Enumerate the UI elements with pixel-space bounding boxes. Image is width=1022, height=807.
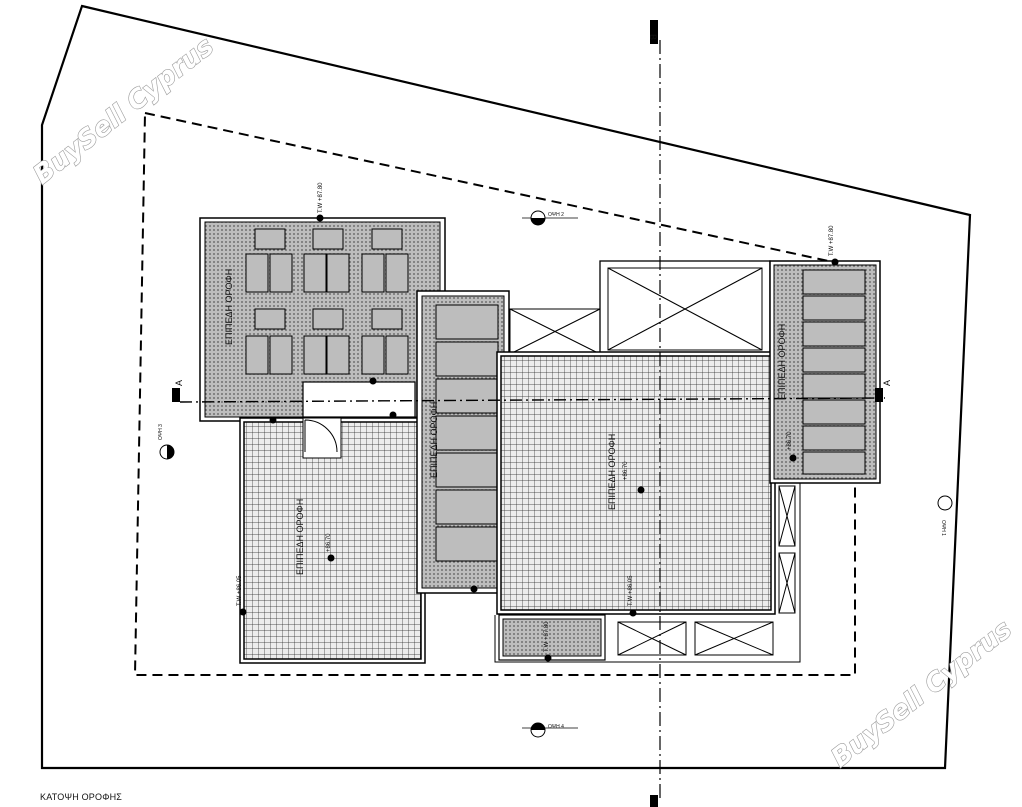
roof-upper-left bbox=[199, 217, 446, 422]
roof-center-strip bbox=[416, 290, 510, 594]
svg-text:ΟΨΗ 2: ΟΨΗ 2 bbox=[548, 212, 564, 218]
section-marker-a-left bbox=[172, 388, 180, 402]
plot-boundary bbox=[40, 4, 972, 770]
view-marker-2: ΟΨΗ 2 bbox=[522, 210, 578, 226]
level-tw-left-bottom: T.W +86.05 bbox=[237, 575, 243, 606]
svg-text:ΟΨΗ 3: ΟΨΗ 3 bbox=[158, 424, 164, 440]
svg-text:ΟΨΗ 4: ΟΨΗ 4 bbox=[548, 724, 564, 730]
view-marker-4: ΟΨΗ 4 bbox=[522, 722, 578, 738]
level-strip: T.W +87.80 bbox=[544, 621, 550, 652]
view-marker-3: ΟΨΗ 3 bbox=[158, 424, 175, 460]
section-marker-b-bottom bbox=[650, 795, 658, 807]
level-left-building: +86.70 bbox=[326, 533, 332, 552]
level-right-wing: +86.70 bbox=[787, 431, 793, 450]
level-tw-mid-bottom: T.W +86.05 bbox=[628, 575, 634, 606]
level-main: +86.70 bbox=[623, 461, 629, 480]
section-label-b: B bbox=[648, 34, 658, 40]
watermark-top-left: BuySell Cyprus bbox=[28, 31, 220, 190]
roof-label-main: ΕΠΙΠΕΔΗ ΟΡΟΦΗ bbox=[607, 434, 617, 510]
section-marker-a-right bbox=[875, 388, 883, 402]
roof-lower-left bbox=[239, 417, 426, 664]
roof-label-strip: ΕΠΙΠΕΔΗ ΟΡΟΦΗ bbox=[429, 402, 439, 478]
roof-label-lower-left: ΕΠΙΠΕΔΗ ΟΡΟΦΗ bbox=[295, 499, 305, 575]
drawing-caption: ΚΑΤΟΨΗ ΟΡΟΦΗΣ bbox=[40, 792, 123, 802]
level-tw-right-top: T.W +87.80 bbox=[829, 225, 835, 256]
section-marker-b-top bbox=[650, 20, 658, 44]
section-label-a-right: A bbox=[882, 380, 892, 386]
roof-label-right: ΕΠΙΠΕΔΗ ΟΡΟΦΗ bbox=[777, 324, 787, 400]
roof-main bbox=[496, 351, 776, 661]
roof-label-upper-left: ΕΠΙΠΕΔΗ ΟΡΟΦΗ bbox=[224, 269, 234, 345]
level-tw-left-top: T.W +87.80 bbox=[318, 182, 324, 213]
section-line-a bbox=[179, 397, 886, 403]
level-points bbox=[239, 214, 839, 662]
roof-right-wing bbox=[769, 260, 881, 484]
svg-text:ΟΨΗ 1: ΟΨΗ 1 bbox=[940, 520, 946, 536]
view-marker-1: ΟΨΗ 1 bbox=[937, 495, 953, 536]
section-label-a-left: A bbox=[174, 380, 184, 386]
